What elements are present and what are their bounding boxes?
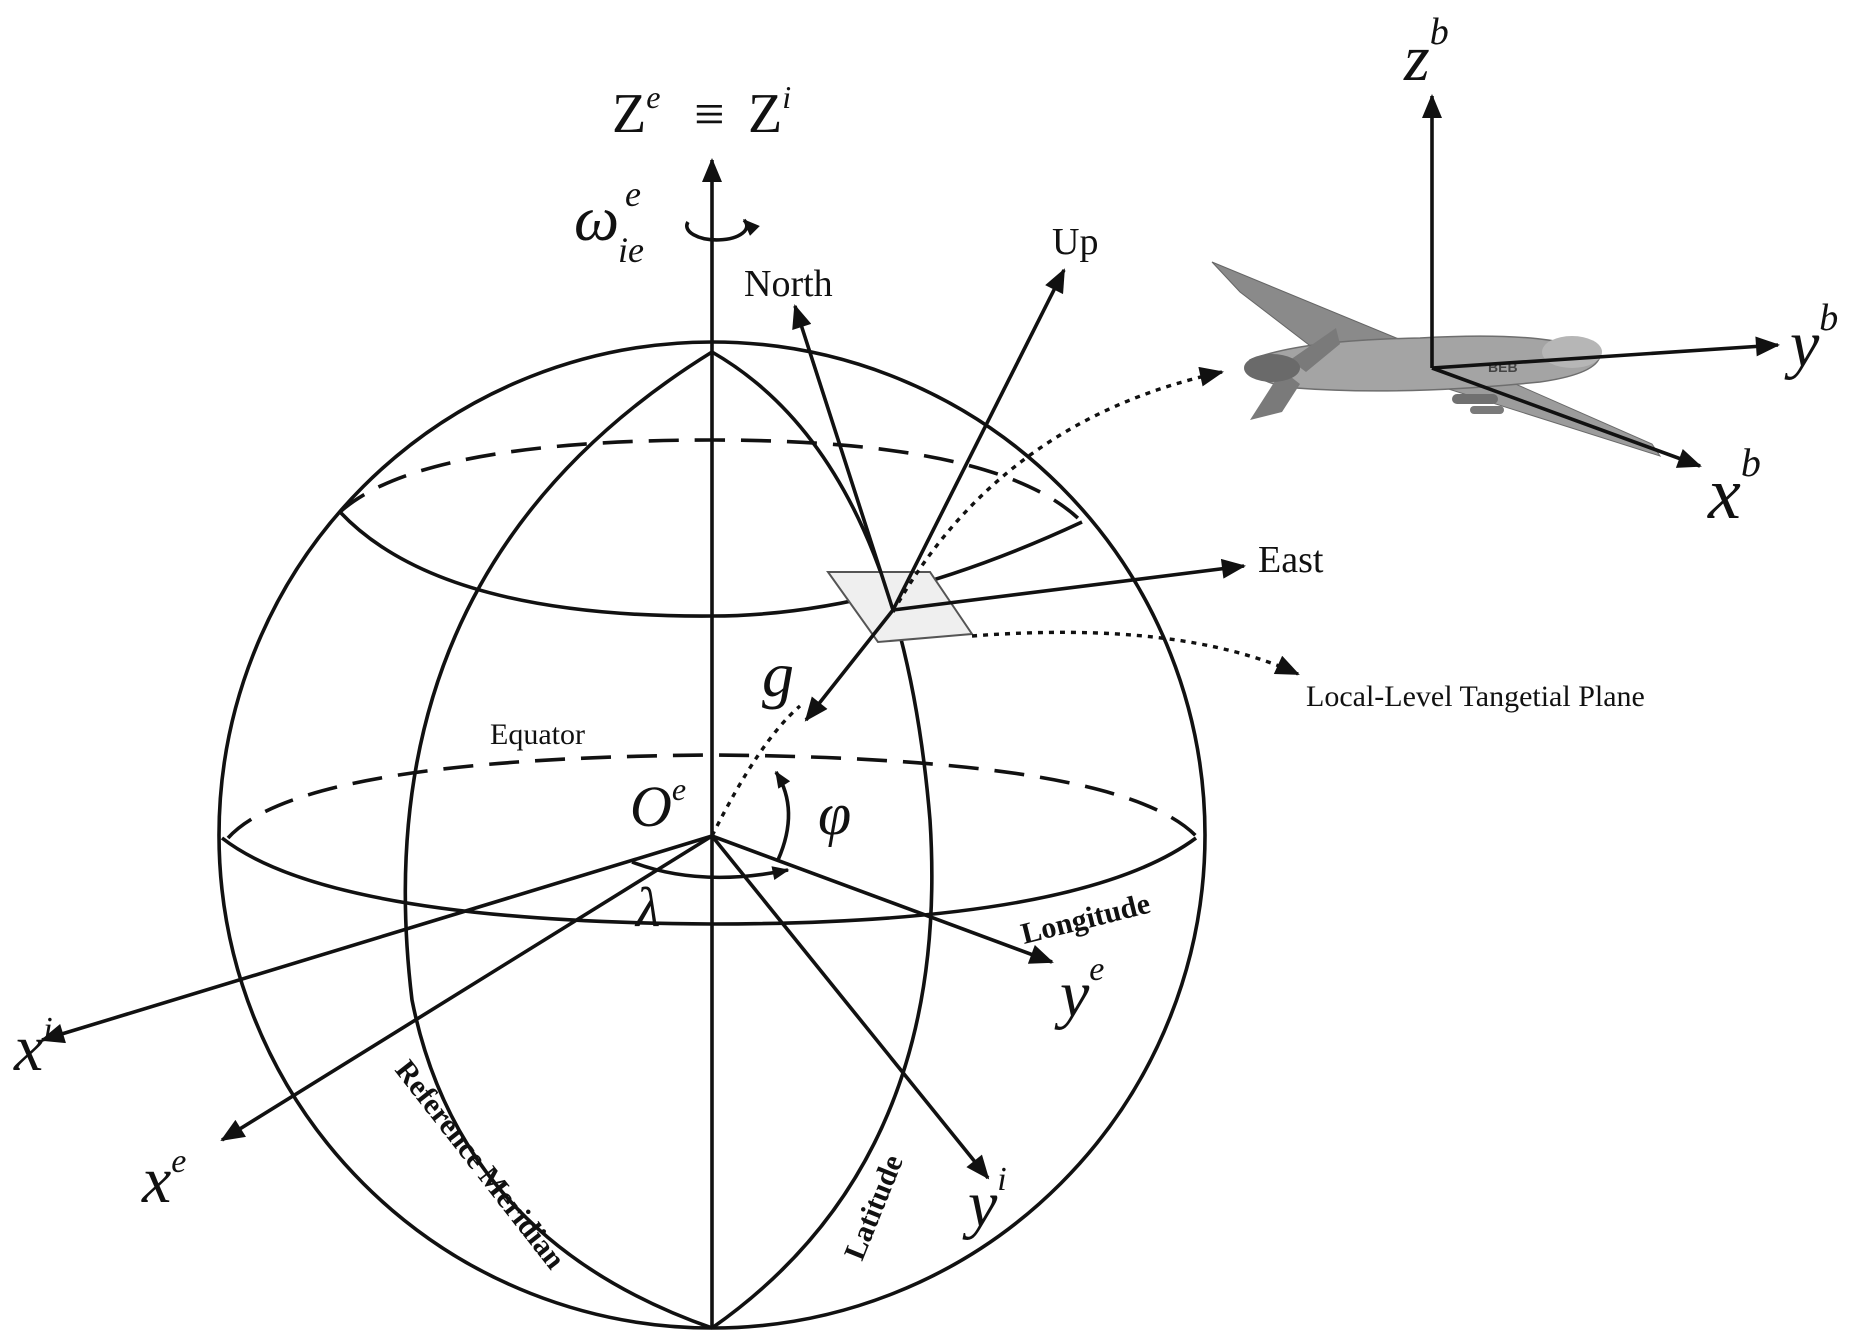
origin-label: Oe (630, 771, 686, 839)
meridian-right (710, 350, 934, 1330)
x-inertial-label: xi (13, 1011, 53, 1085)
x-body-label: xb (1707, 440, 1761, 535)
y-inertial-axis (710, 834, 990, 1180)
phi-arc (774, 770, 791, 861)
x-inertial-axis (40, 834, 713, 1044)
lambda-arc (631, 860, 790, 880)
equiv-symbol: ≡ (694, 84, 724, 144)
east-vector (892, 558, 1246, 612)
equator-dashed (226, 753, 1198, 840)
up-vector (891, 268, 1066, 611)
reference-meridian-label: Reference Meridian (388, 1054, 571, 1276)
east-label: East (1258, 539, 1324, 581)
x-earth-label: xe (141, 1143, 186, 1217)
y-inertial-label: yi (962, 1161, 1007, 1241)
omega-sup-label: e (625, 174, 641, 214)
x-earth-axis (220, 834, 713, 1142)
gravity-label: g (762, 639, 794, 710)
x-body-axis (1431, 366, 1702, 468)
y-body-label: yb (1784, 297, 1838, 381)
y-earth-label: ye (1054, 951, 1104, 1031)
gravity-vector (804, 608, 895, 722)
lambda-label: λ (634, 877, 660, 939)
longitude-label: Longitude (1018, 887, 1154, 951)
local-plane-label: Local-Level Tangetial Plane (1306, 680, 1645, 713)
z-body-label: zb (1403, 11, 1449, 95)
omega-sub-label: ie (618, 230, 644, 270)
y-body-axis (1431, 336, 1780, 370)
z-earth-label: Ze (612, 79, 660, 145)
z-inertial-label: Zi (748, 79, 791, 145)
up-label: Up (1052, 221, 1098, 263)
radius-dotted (710, 704, 802, 837)
local-level-plane (826, 571, 974, 644)
to-aircraft-dotted (891, 366, 1224, 613)
omega-label: ω (574, 183, 619, 254)
y-earth-axis (711, 834, 1054, 964)
north-vector (792, 304, 895, 611)
meridian-left (403, 350, 713, 1330)
equator-label: Equator (490, 718, 585, 751)
earth-rotation-arrow (685, 218, 760, 242)
north-label: North (744, 263, 833, 305)
to-plane-label-dotted (971, 630, 1300, 676)
latitude-label: Latitude (838, 1150, 910, 1264)
phi-label: φ (818, 781, 851, 847)
